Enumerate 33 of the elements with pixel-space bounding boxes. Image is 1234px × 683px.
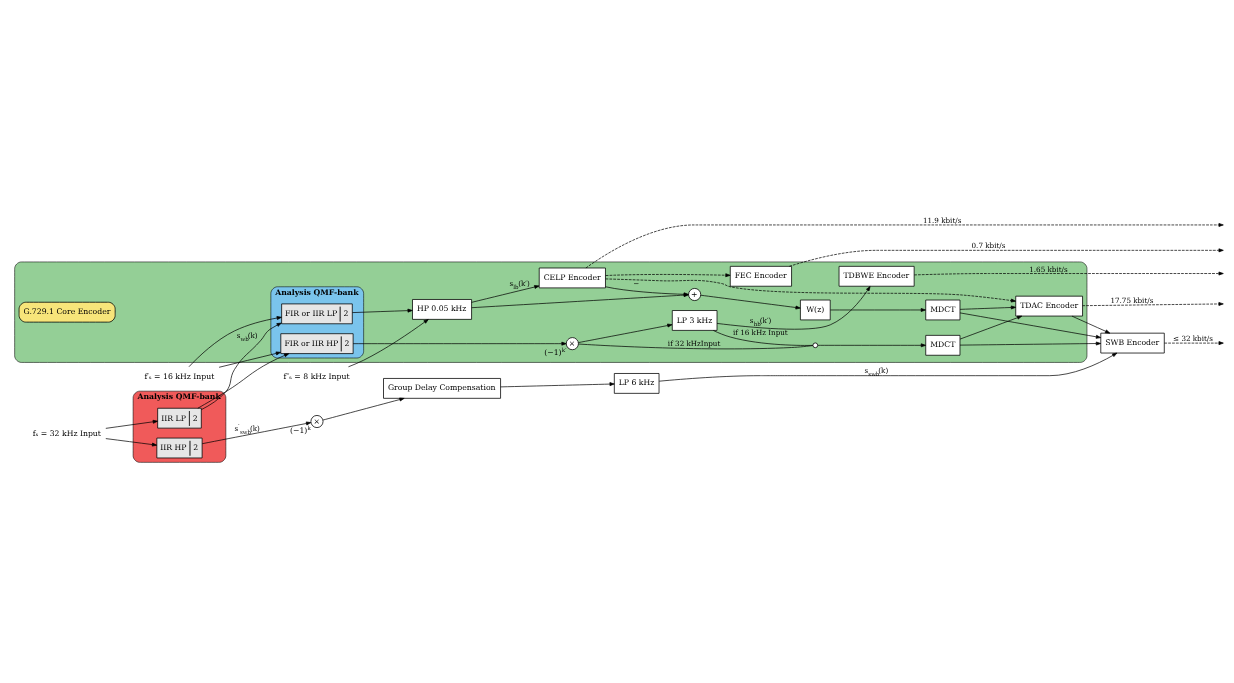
arrow — [959, 312, 1102, 339]
arrow — [959, 305, 1017, 310]
arrow — [1071, 315, 1111, 333]
arrow — [500, 381, 615, 387]
arrow — [352, 341, 567, 346]
arrow — [1082, 301, 1224, 306]
arrow — [788, 247, 1224, 267]
arrow — [959, 341, 1102, 345]
arrow — [197, 352, 290, 409]
connector — [712, 329, 814, 346]
arrow — [605, 278, 1016, 302]
arrow — [218, 351, 281, 368]
arrow — [352, 308, 413, 313]
arrow — [716, 285, 871, 330]
arrow — [830, 307, 926, 312]
arrow — [585, 222, 1224, 268]
arrow — [105, 419, 158, 429]
cluster — [14, 261, 1088, 363]
arrow — [105, 437, 158, 446]
arrow — [348, 318, 429, 367]
arrow — [959, 315, 1023, 339]
arrow — [913, 271, 1224, 275]
arrow — [471, 284, 540, 303]
arrow — [1164, 340, 1224, 345]
arrow — [700, 294, 801, 309]
arrow — [605, 272, 731, 277]
arrow — [658, 352, 1118, 382]
arrow — [817, 342, 926, 347]
arrow — [200, 322, 282, 410]
arrow — [322, 397, 405, 420]
node-switch — [812, 342, 819, 348]
arrow — [201, 421, 312, 444]
arrow — [578, 323, 673, 343]
